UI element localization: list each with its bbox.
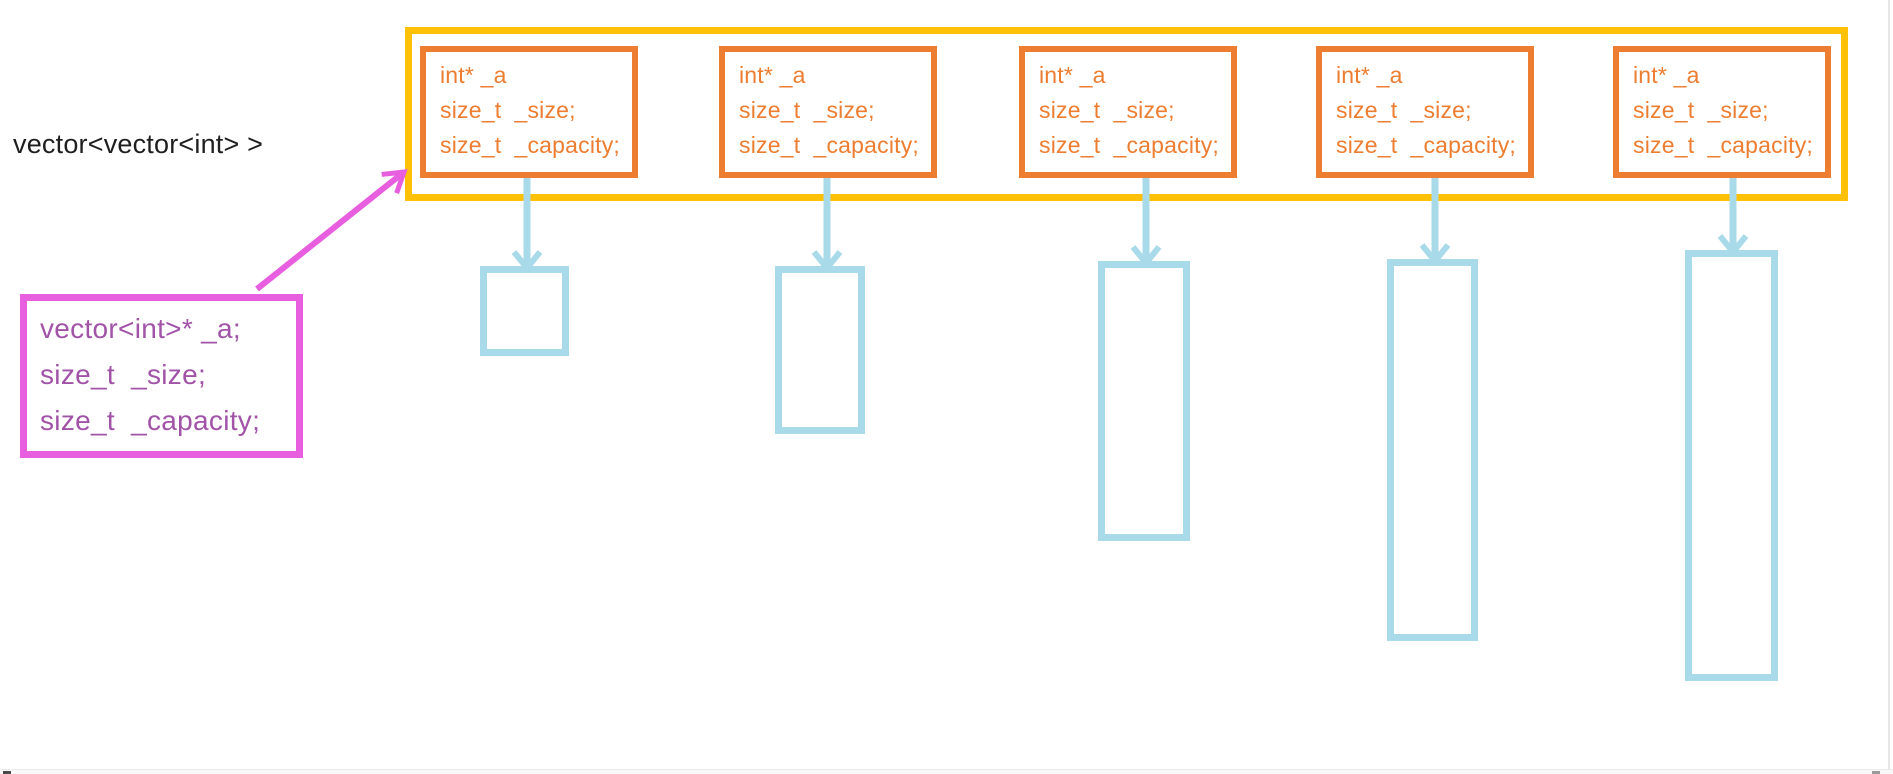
- inner-vector-array-container: [405, 27, 1848, 201]
- inner-field-size: size_t _size;: [1336, 97, 1472, 123]
- inner-field-size: size_t _size;: [1633, 97, 1769, 123]
- int-array-rect: [1098, 261, 1190, 541]
- inner-vector-struct-box: int* _a size_t _size; size_t _capacity;: [719, 46, 937, 178]
- inner-field-a: int* _a: [1039, 62, 1106, 88]
- inner-field-capacity: size_t _capacity;: [1633, 132, 1814, 158]
- type-label: vector<vector<int> >: [13, 129, 264, 159]
- inner-field-capacity: size_t _capacity;: [1039, 132, 1220, 158]
- int-array-rect: [775, 266, 865, 434]
- int-array-rect: [1685, 250, 1778, 681]
- window-bottom-bar: [0, 769, 1893, 774]
- outer-field-a: vector<int>* _a;: [40, 313, 241, 344]
- inner-field-size: size_t _size;: [1039, 97, 1175, 123]
- inner-field-capacity: size_t _capacity;: [440, 132, 621, 158]
- outer-vector-struct-box: vector<int>* _a; size_t _size; size_t _c…: [20, 294, 303, 458]
- inner-field-a: int* _a: [440, 62, 507, 88]
- outer-pointer-arrow-icon: [255, 169, 406, 292]
- inner-vector-struct-box: int* _a size_t _size; size_t _capacity;: [1019, 46, 1237, 178]
- inner-field-capacity: size_t _capacity;: [739, 132, 920, 158]
- inner-vector-struct-box: int* _a size_t _size; size_t _capacity;: [1316, 46, 1534, 178]
- inner-field-size: size_t _size;: [440, 97, 576, 123]
- inner-vector-struct-box: int* _a size_t _size; size_t _capacity;: [1613, 46, 1831, 178]
- int-array-rect: [1387, 259, 1478, 641]
- inner-field-capacity: size_t _capacity;: [1336, 132, 1517, 158]
- inner-field-size: size_t _size;: [739, 97, 875, 123]
- outer-field-size: size_t _size;: [40, 359, 207, 390]
- window-right-edge: [1888, 0, 1890, 770]
- int-array-rect: [480, 266, 569, 356]
- bottom-right-speck: [1872, 771, 1880, 774]
- inner-field-a: int* _a: [1633, 62, 1700, 88]
- inner-vector-struct-box: int* _a size_t _size; size_t _capacity;: [420, 46, 638, 178]
- bottom-left-speck: [3, 771, 11, 774]
- inner-field-a: int* _a: [739, 62, 806, 88]
- inner-field-a: int* _a: [1336, 62, 1403, 88]
- outer-field-capacity: size_t _capacity;: [40, 405, 261, 436]
- outer-pointer-arrow-icon-head: [381, 169, 408, 195]
